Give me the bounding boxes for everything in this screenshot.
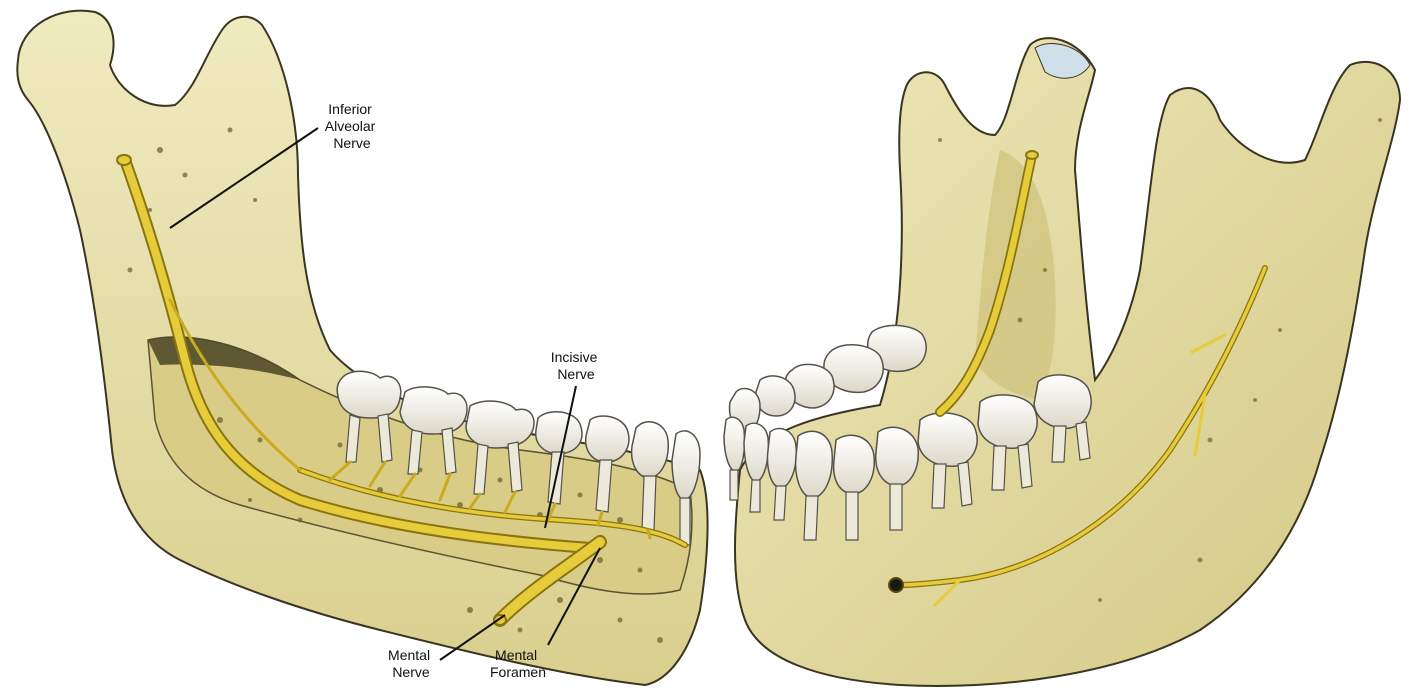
label-mental-nerve: Mental Nerve <box>388 647 434 680</box>
right-molar-3 <box>1033 374 1092 429</box>
label-line: Mental <box>495 647 537 663</box>
label-mental-foramen: Mental Foramen <box>490 647 546 680</box>
label-line: Alveolar <box>325 118 376 134</box>
left-tooth-roots <box>345 413 691 546</box>
label-line: Nerve <box>392 664 430 680</box>
left-teeth-row <box>336 370 701 501</box>
leader-mental-foramen <box>547 547 601 646</box>
label-inferior-alveolar-nerve: Inferior Alveolar Nerve <box>325 101 379 151</box>
right-tooth-roots <box>729 421 1091 541</box>
label-line: Nerve <box>557 366 595 382</box>
leader-inferior-alveolar <box>169 127 319 229</box>
right-condyle-cartilage <box>1034 43 1091 79</box>
left-molar-3 <box>336 370 402 419</box>
right-molar-2 <box>977 394 1038 449</box>
dental-branches-left <box>168 298 652 540</box>
right-premolar-1 <box>832 434 875 495</box>
right-nerve-paths <box>897 150 1268 607</box>
right-molar-1 <box>917 412 978 467</box>
left-canine <box>630 421 669 479</box>
right-incisor-2 <box>743 422 770 483</box>
leader-lines <box>169 127 601 661</box>
label-line: Inferior <box>328 101 372 117</box>
left-cancellous-region <box>147 336 693 595</box>
left-nerve-paths <box>116 154 688 627</box>
right-incisor-3 <box>766 427 798 489</box>
label-line: Nerve <box>333 135 371 151</box>
right-teeth-buccal-row <box>723 374 1092 499</box>
left-molar-1 <box>465 400 535 449</box>
leader-incisive <box>544 385 577 529</box>
right-teeth-lingual-row <box>728 324 927 433</box>
label-line: Foramen <box>490 664 546 680</box>
label-line: Mental <box>388 647 430 663</box>
mental-nerve-branches-right <box>933 333 1227 607</box>
left-incisor <box>671 430 701 501</box>
right-premolar-2 <box>874 426 919 487</box>
right-canine <box>794 430 833 499</box>
left-premolar-2 <box>535 411 583 455</box>
right-ramus-shadow <box>975 150 1056 400</box>
left-molar-2 <box>399 386 468 435</box>
leader-mental-nerve <box>439 614 506 661</box>
mental-foramen-right <box>888 577 904 593</box>
label-line: Incisive <box>551 349 598 365</box>
right-mandible-external <box>723 37 1402 687</box>
labels: Inferior Alveolar Nerve Incisive Nerve M… <box>325 101 602 680</box>
left-premolar-1 <box>584 415 630 463</box>
label-incisive-nerve: Incisive Nerve <box>551 349 602 382</box>
left-mandible-cutaway <box>16 9 709 687</box>
right-incisor-1 <box>723 416 746 473</box>
right-lingual-premolar <box>754 375 796 417</box>
right-bone-pores <box>938 118 1382 602</box>
